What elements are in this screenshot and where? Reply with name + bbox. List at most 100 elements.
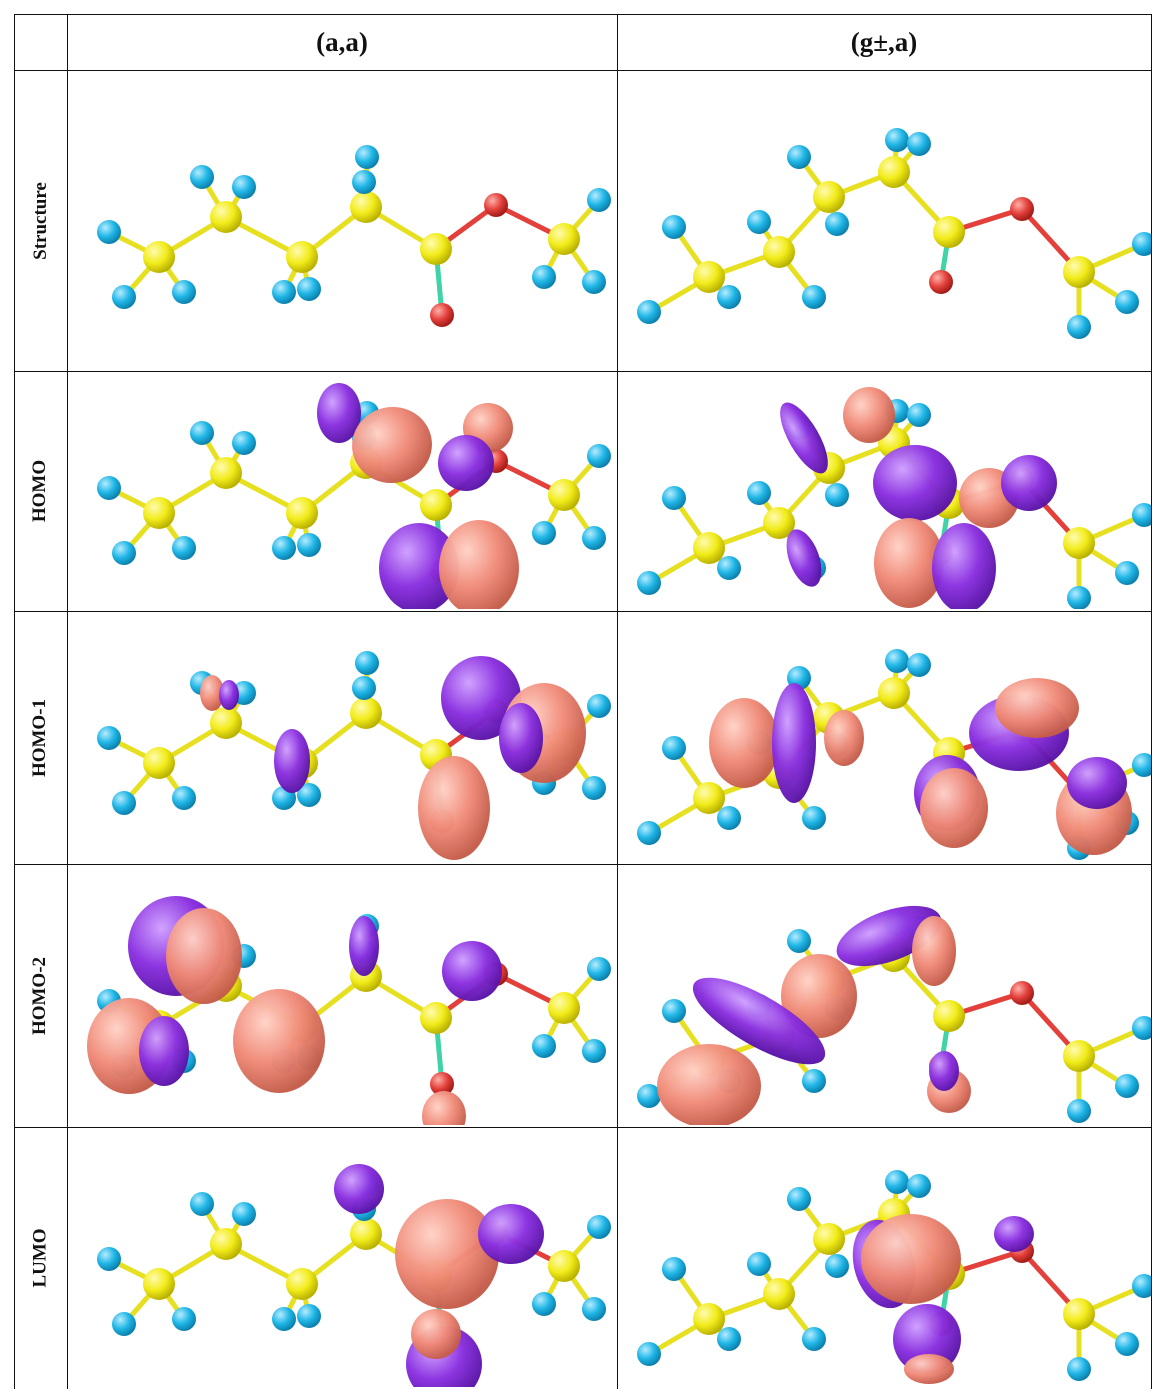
hydrogen-atom [355,145,379,169]
oxygen-atom [430,303,454,327]
hydrogen-atom [637,821,661,845]
hydrogen-atom [637,1084,661,1108]
hydrogen-atom [907,1174,931,1198]
hydrogen-atom [112,541,136,565]
hydrogen-atom [355,651,379,675]
carbon-atom [420,233,452,265]
grid-line [14,611,1152,612]
hydrogen-atom [97,220,121,244]
row-label-homo: HOMO [29,459,51,523]
hydrogen-atom [1132,1016,1151,1040]
orbital-lobe-positive [200,675,224,711]
carbon-atom [143,241,175,273]
hydrogen-atom [112,285,136,309]
molecule-image-structure-ga [619,72,1151,369]
hydrogen-atom [582,1039,606,1063]
orbital-lobe-negative [994,1216,1034,1252]
orbital-svg [97,383,611,609]
orbital-image-lumo-aa [69,1129,615,1387]
carbon-atom [1063,527,1095,559]
hydrogen-atom [802,285,826,309]
molecule-skeleton [637,1170,1151,1381]
orbital-lobe-positive [824,710,864,766]
hydrogen-atom [532,1034,556,1058]
hydrogen-atom [885,1170,909,1194]
carbon-atom [548,992,580,1024]
grid-line [67,14,68,1389]
carbon-atom [693,532,725,564]
carbon-atom [286,1268,318,1300]
hydrogen-atom [272,536,296,560]
hydrogen-atom [190,165,214,189]
orbital-image-lumo-ga [619,1129,1151,1387]
orbital-svg [87,896,611,1125]
hydrogen-atom [232,1202,256,1226]
orbital-lobe-negative [379,523,459,609]
hydrogen-atom [907,132,931,156]
hydrogen-atom [1067,315,1091,339]
hydrogen-atom [297,277,321,301]
orbital-lobe-positive [920,768,988,848]
orbital-lobe-negative [692,977,826,1065]
carbon-atom [693,1303,725,1335]
carbon-atom [548,479,580,511]
carbon-atom [210,707,242,739]
orbital-lobe-positive [874,518,944,608]
molecule-image-structure-aa [69,72,615,369]
carbon-atom [763,236,795,268]
hydrogen-atom [112,791,136,815]
orbital-lobe-positive [781,954,857,1038]
orbital-svg [637,1170,1151,1384]
hydrogen-atom [172,786,196,810]
grid-line [14,14,15,1389]
grid-line [617,14,618,1389]
carbon-atom [350,1218,382,1250]
hydrogen-atom [582,270,606,294]
orbital-lobe-negative [317,383,361,443]
grid-line [14,14,1152,15]
carbon-atom [548,223,580,255]
hydrogen-atom [787,145,811,169]
hydrogen-atom [747,210,771,234]
orbital-lobe-negative [780,402,828,474]
orbital-lobe-positive [395,1199,499,1309]
hydrogen-atom [717,806,741,830]
hydrogen-atom [802,806,826,830]
hydrogen-atom [907,403,931,427]
hydrogen-atom [802,1069,826,1093]
hydrogen-atom [637,1342,661,1366]
carbon-atom [878,156,910,188]
orbital-svg [97,1164,611,1387]
hydrogen-atom [1067,1099,1091,1123]
hydrogen-atom [532,1292,556,1316]
hydrogen-atom [97,1247,121,1271]
hydrogen-atom [587,694,611,718]
hydrogen-atom [172,536,196,560]
column-header-ga: (g±,a) [850,26,918,57]
hydrogen-atom [587,1215,611,1239]
hydrogen-atom [637,571,661,595]
carbon-atom [350,697,382,729]
hydrogen-atom [582,776,606,800]
orbital-svg [97,651,611,860]
carbon-atom [693,782,725,814]
hydrogen-atom [1067,1357,1091,1381]
hydrogen-atom [352,170,376,194]
orbital-lobe-positive [709,698,779,788]
hydrogen-atom [272,1307,296,1331]
hydrogen-atom [747,1252,771,1276]
carbon-atom [143,1268,175,1300]
orbital-svg [637,387,1151,609]
hydrogen-atom [662,736,686,760]
orbital-lobe-negative [349,916,379,976]
orbital-lobe-negative [478,1204,544,1264]
hydrogen-atom [717,556,741,580]
orbital-lobe-negative [893,1304,961,1374]
orbital-image-homo-1-ga [619,613,1151,862]
hydrogen-atom [352,676,376,700]
hydrogen-atom [662,215,686,239]
hydrogen-atom [1115,290,1139,314]
oxygen-atom [1010,197,1034,221]
carbon-atom [350,191,382,223]
orbital-lobe-positive [233,989,325,1093]
